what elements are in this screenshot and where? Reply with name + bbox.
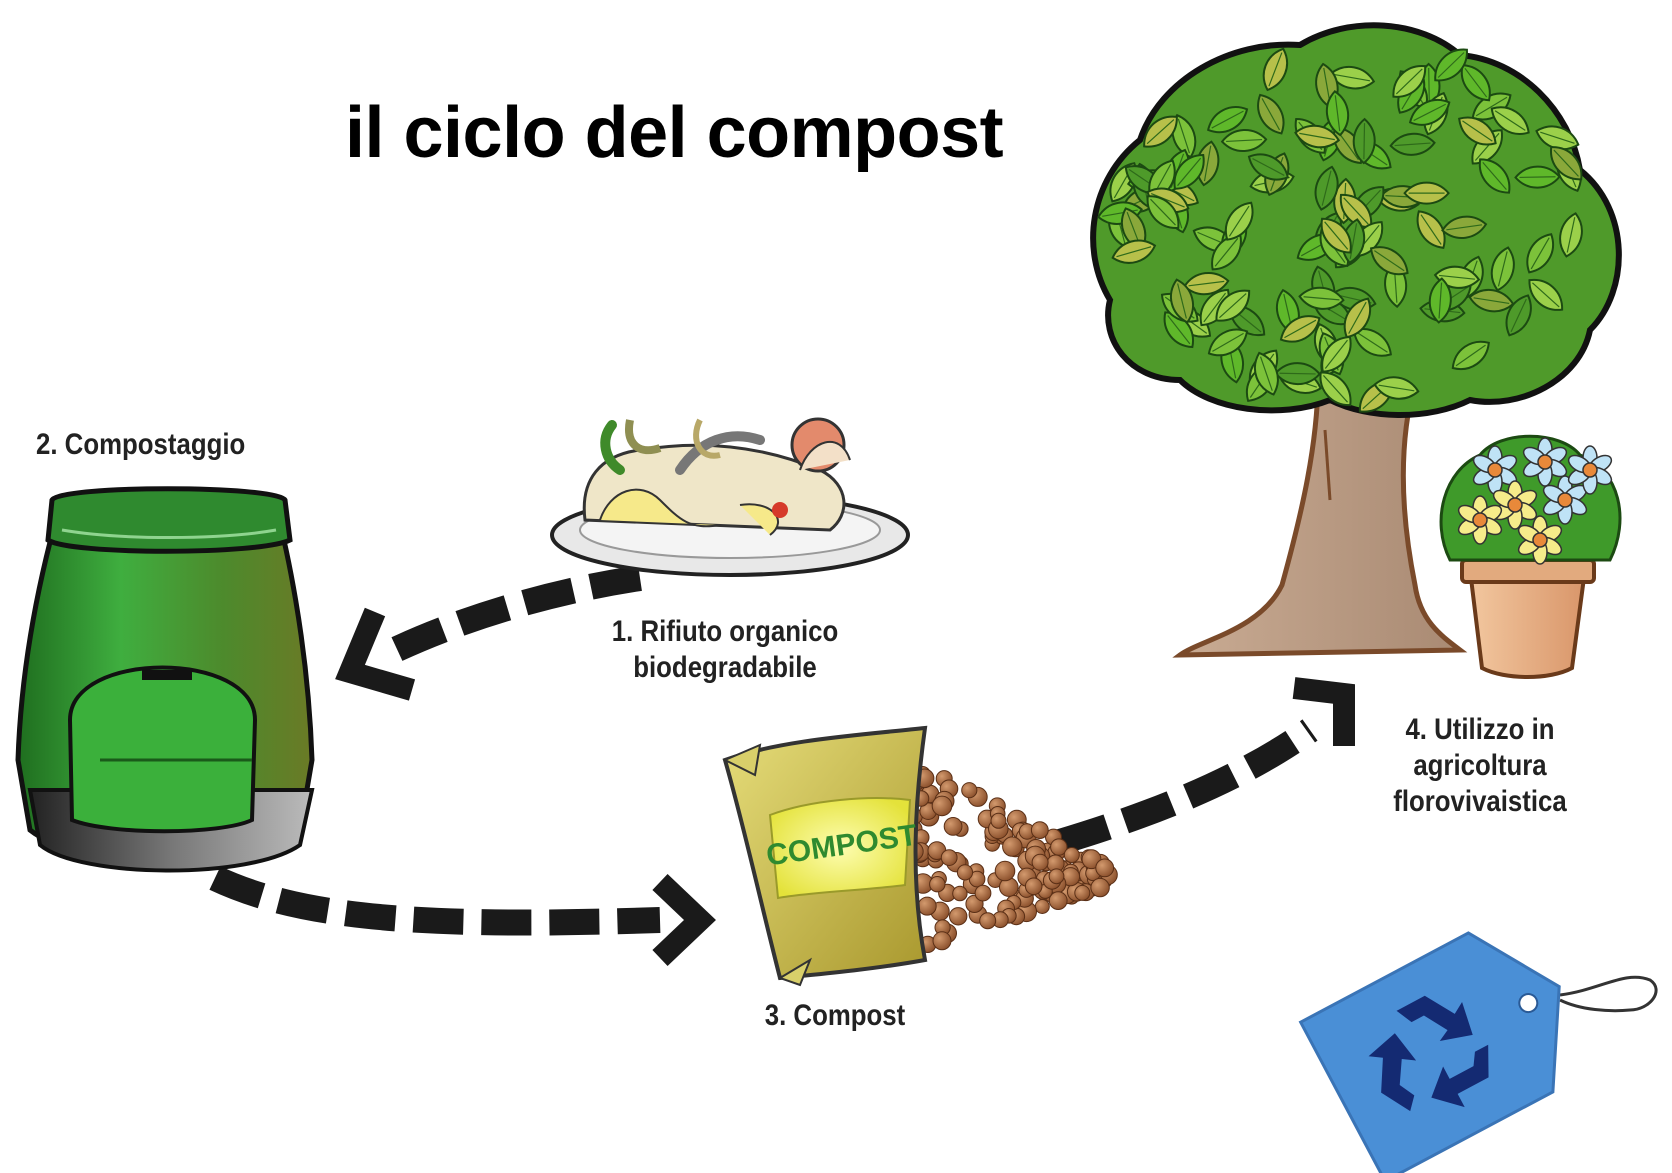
step-3-line-1: 3. Compost: [764, 999, 906, 1032]
step-4-line-1: 4. Utilizzo in: [1405, 713, 1555, 746]
compost-bin-icon: [15, 486, 315, 873]
arrowhead-bag-to-tree: [1292, 677, 1355, 746]
step-1-line-1: 1. Rifiuto organico: [611, 615, 839, 648]
arrow-bag-to-tree: [1056, 719, 1318, 855]
diagram-title: il ciclo del compost: [345, 93, 1004, 173]
step-4-label: 4. Utilizzo in agricoltura florovivaisti…: [1351, 712, 1609, 820]
arrow-bin-to-bag: [209, 866, 661, 936]
compost-bag-icon: COMPOST: [722, 725, 1118, 987]
step-1-line-2: biodegradabile: [633, 651, 817, 684]
arrowhead-waste-to-bin: [335, 607, 416, 701]
step-4-line-3: florovivaistica: [1393, 785, 1567, 818]
recycle-tag-icon: [1298, 931, 1658, 1173]
arrowhead-bin-to-bag: [652, 874, 716, 966]
step-2-label: 2. Compostaggio: [36, 427, 285, 463]
step-1-label: 1. Rifiuto organico biodegradabile: [583, 614, 867, 686]
step-4-line-2: agricoltura: [1413, 749, 1547, 782]
step-3-label: 3. Compost: [736, 998, 934, 1034]
recycle-icon: [1368, 995, 1489, 1112]
arrow-waste-to-bin: [389, 565, 642, 662]
step-2-line-1: 2. Compostaggio: [36, 428, 246, 461]
food-waste-plate-icon: [550, 417, 910, 577]
tree-icon: [1090, 22, 1622, 658]
flower-pot-icon: [1439, 434, 1622, 679]
